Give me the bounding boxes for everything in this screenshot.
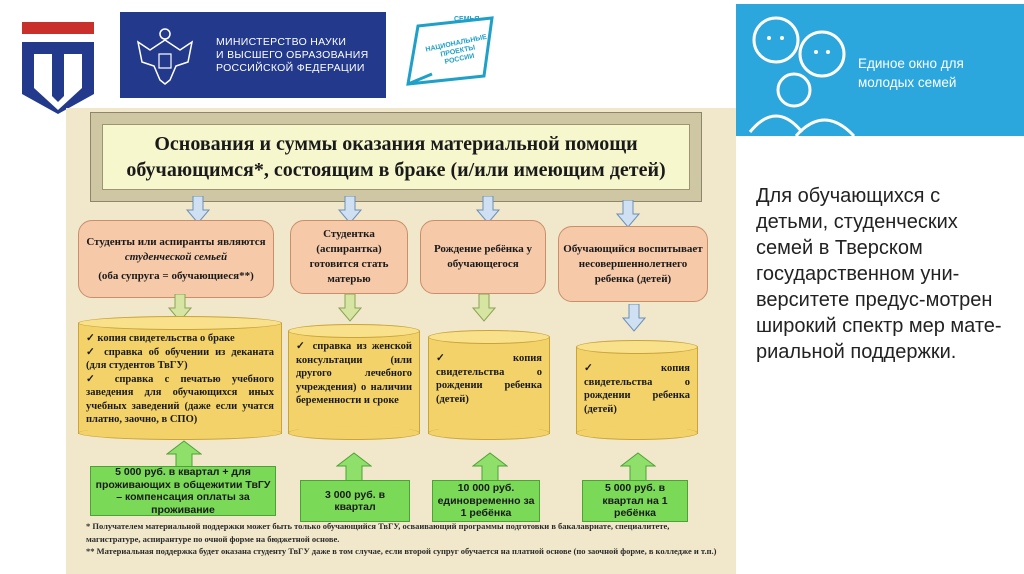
side-description: Для обучающихся с детьми, студенческих с… (756, 185, 1002, 363)
category-text: Студентка (аспирантка) готовится стать м… (309, 228, 389, 285)
category-text: студенческой семьей (124, 250, 228, 263)
down-arrow-icon (168, 294, 192, 322)
amount-box-1: 5 000 руб. в квартал + для проживающих в… (90, 466, 276, 516)
title-frame: Основания и суммы оказания материальной … (90, 112, 702, 202)
down-arrow-icon (186, 196, 210, 224)
tvgu-logo (22, 22, 94, 114)
footnote-2: ** Материальная поддержка будет оказана … (86, 546, 717, 556)
national-projects-logo: СЕМЬЯ НАЦИОНАЛЬНЫЕ ПРОЕКТЫ РОССИИ (402, 14, 498, 94)
np-family-label: СЕМЬЯ (454, 16, 480, 23)
category-text: (оба супруга = обучающиеся**) (98, 269, 254, 282)
family-illustration-icon (748, 16, 856, 136)
documents-cylinder-1: ✓ копия свидетельства о браке ✓ справка … (78, 316, 282, 440)
up-arrow-icon (336, 452, 372, 482)
category-student-family: Студенты или аспиранты являются студенче… (78, 220, 274, 298)
document-item: ✓ копия свидетельства о рождении ребенка… (436, 353, 542, 405)
down-arrow-icon (338, 294, 362, 322)
amount-box-2: 3 000 руб. в квартал (300, 480, 410, 522)
up-arrow-icon (472, 452, 508, 482)
documents-cylinder-4: ✓ копия свидетельства о рождении ребенка… (576, 340, 698, 440)
ministry-logo: МИНИСТЕРСТВО НАУКИ И ВЫСШЕГО ОБРАЗОВАНИЯ… (120, 12, 386, 98)
category-expecting-mother: Студентка (аспирантка) готовится стать м… (290, 220, 408, 294)
eagle-emblem-icon (136, 28, 194, 85)
document-item: ✓ копия свидетельства о браке (86, 333, 235, 344)
documents-cylinder-3: ✓ копия свидетельства о рождении ребенка… (428, 330, 550, 440)
category-text: Студенты или аспиранты являются (86, 235, 266, 248)
ministry-name: МИНИСТЕРСТВО НАУКИ И ВЫСШЕГО ОБРАЗОВАНИЯ… (216, 36, 369, 74)
up-arrow-icon (620, 452, 656, 482)
document-item: ✓ справка об обучении из деканата (для с… (86, 346, 274, 372)
footnote-1: * Получателем материальной поддержки мож… (86, 521, 670, 544)
category-raising-child: Обучающийся воспитывает несовершеннолетн… (558, 226, 708, 302)
amount-box-4: 5 000 руб. в квартал на 1 ребёнка (582, 480, 688, 522)
document-item: ✓ справка с печатью учебного заведения д… (86, 373, 274, 426)
category-text: Обучающийся воспитывает несовершеннолетн… (563, 242, 703, 285)
document-item: ✓ копия свидетельства о рождении ребенка… (584, 363, 690, 415)
single-window-banner: Единое окно для молодых семей (736, 4, 1024, 136)
footnotes: * Получателем материальной поддержки мож… (86, 520, 718, 558)
national-projects-icon (406, 16, 494, 86)
down-arrow-icon (622, 304, 646, 332)
category-text: Рождение ребёнка у обучающегося (433, 243, 533, 270)
infographic-title: Основания и суммы оказания материальной … (102, 124, 690, 190)
document-item: ✓ справка из женской консультации (или д… (296, 341, 412, 406)
amount-box-3: 10 000 руб. единовременно за 1 ребёнка (432, 480, 540, 522)
documents-cylinder-2: ✓ справка из женской консультации (или д… (288, 324, 420, 440)
support-infographic: Основания и суммы оказания материальной … (66, 108, 736, 574)
down-arrow-icon (476, 196, 500, 224)
category-child-birth: Рождение ребёнка у обучающегося (420, 220, 546, 294)
down-arrow-icon (616, 200, 640, 228)
down-arrow-icon (338, 196, 362, 224)
down-arrow-icon (472, 294, 496, 322)
single-window-title: Единое окно для молодых семей (858, 56, 964, 90)
